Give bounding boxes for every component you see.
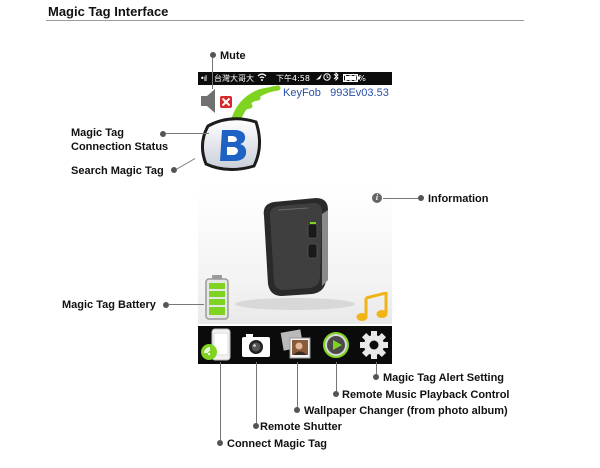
wifi-icon xyxy=(257,72,267,85)
connection-status-label: Magic Tag Connection Status xyxy=(71,126,168,154)
cell-signal-indicator: •ıl xyxy=(200,74,207,83)
battery-callout-dot xyxy=(163,302,169,308)
device-info: KeyFob 993Ev03.53 xyxy=(283,87,389,99)
wallpaper-label: Wallpaper Changer (from photo album) xyxy=(304,405,508,417)
connection-status-label-line1: Magic Tag xyxy=(71,127,124,139)
play-icon[interactable] xyxy=(320,328,352,362)
status-battery: 100% xyxy=(343,72,366,85)
information-label: Information xyxy=(428,193,489,205)
battery-percent: 100% xyxy=(343,74,366,83)
search-callout-line xyxy=(175,158,196,170)
wallpaper-callout-line xyxy=(297,362,298,409)
info-callout-dot xyxy=(418,195,424,201)
bottom-icon-bar xyxy=(198,326,392,364)
music-callout-dot xyxy=(333,391,339,397)
camera-icon[interactable] xyxy=(240,328,272,362)
search-callout-dot xyxy=(171,167,177,173)
info-icon[interactable]: i xyxy=(372,193,382,203)
shutter-callout-line xyxy=(256,362,257,424)
connection-callout-dot xyxy=(160,131,166,137)
carrier-name: 台灣大哥大 xyxy=(214,74,254,83)
gear-icon[interactable] xyxy=(358,328,390,362)
mute-callout-line xyxy=(212,57,213,89)
connection-status-label-line2: Connection Status xyxy=(71,141,169,153)
page-title: Magic Tag Interface xyxy=(48,4,169,19)
status-time: 下午4:58 xyxy=(276,74,310,83)
search-label: Search Magic Tag xyxy=(71,165,164,177)
phone-status-bar: •ıl 台灣大哥大 下午4:58 100% xyxy=(198,71,392,86)
magic-tag-device-image xyxy=(235,198,355,310)
shutter-callout-dot xyxy=(253,423,259,429)
speaker-muted-icon[interactable] xyxy=(200,88,236,114)
phone-connect-icon[interactable] xyxy=(200,328,232,362)
alert-callout-line xyxy=(376,362,377,376)
battery-label: Magic Tag Battery xyxy=(62,299,156,311)
connect-callout-dot xyxy=(217,440,223,446)
music-note-icon[interactable] xyxy=(356,291,390,322)
battery-callout-line xyxy=(168,304,204,305)
info-callout-line xyxy=(383,198,419,199)
photo-album-icon[interactable] xyxy=(280,328,312,362)
device-id: 993Ev03.53 xyxy=(330,87,389,99)
connection-callout-line xyxy=(165,133,209,134)
wallpaper-callout-dot xyxy=(294,407,300,413)
title-divider xyxy=(46,20,524,21)
battery-full-icon xyxy=(204,274,230,320)
bluetooth-search-icon[interactable] xyxy=(200,116,264,172)
alert-setting-label: Magic Tag Alert Setting xyxy=(383,372,505,384)
connect-label: Connect Magic Tag xyxy=(227,438,328,450)
status-icons xyxy=(315,71,341,86)
connect-callout-line xyxy=(220,362,221,441)
mute-callout-dot xyxy=(210,52,216,58)
alert-callout-dot xyxy=(373,374,379,380)
music-control-label: Remote Music Playback Control xyxy=(342,389,510,401)
shutter-label: Remote Shutter xyxy=(260,421,342,433)
device-name: KeyFob xyxy=(283,87,321,99)
device-photo-area xyxy=(198,186,392,324)
mute-label: Mute xyxy=(220,50,246,62)
music-callout-line xyxy=(336,362,337,393)
